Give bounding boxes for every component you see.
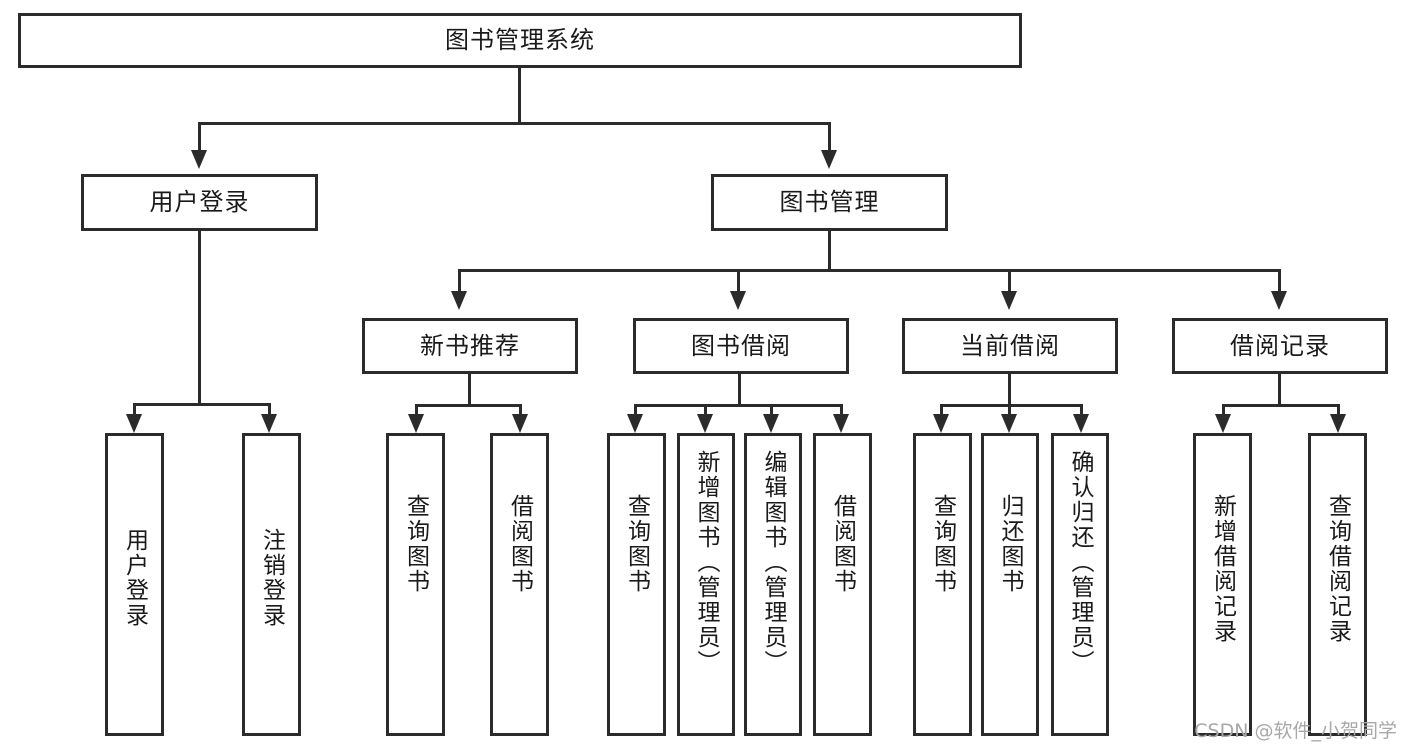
- node-label: 新书推荐: [420, 331, 520, 360]
- connector-book-borrow-drop-1: [634, 404, 637, 416]
- node-book-management[interactable]: 图书管理: [711, 174, 948, 231]
- arrow-to-book-borrow: [730, 291, 746, 310]
- connector-user-login-drop-2: [268, 403, 271, 416]
- connector-root-to-user-login: [198, 122, 201, 150]
- leaf-user-login[interactable]: 用户登录: [105, 433, 164, 736]
- node-borrow-records[interactable]: 借阅记录: [1172, 318, 1388, 374]
- connector-book-manage-drop-1: [458, 269, 461, 291]
- connector-new-book-drop-1: [415, 404, 418, 416]
- node-label: 查询图书: [929, 494, 956, 594]
- leaf-return-book[interactable]: 归还图书: [981, 433, 1039, 736]
- arrow-to-current-borrow: [1001, 291, 1017, 310]
- leaf-borrow-book-recommend[interactable]: 借阅图书: [490, 433, 549, 736]
- node-label: 图书借阅: [691, 331, 791, 360]
- node-label: 查询借阅记录: [1324, 494, 1351, 644]
- arrow-to-leaf-confirm-return: [1073, 414, 1089, 433]
- arrow-to-leaf-edit-book: [763, 414, 779, 433]
- node-label: 借阅记录: [1230, 331, 1330, 360]
- node-label: 编辑图书（管理员）: [760, 450, 787, 675]
- node-label: 新增借阅记录: [1209, 494, 1236, 644]
- arrow-to-leaf-query-book-3: [933, 414, 949, 433]
- arrow-to-leaf-query-book-1: [408, 414, 424, 433]
- arrow-to-leaf-query-book-2: [627, 414, 643, 433]
- arrow-to-book-manage: [821, 150, 837, 169]
- leaf-add-book-admin[interactable]: 新增图书（管理员）: [677, 433, 735, 736]
- arrow-to-leaf-add-record: [1215, 414, 1231, 433]
- leaf-confirm-return-admin[interactable]: 确认归还（管理员）: [1051, 433, 1109, 736]
- leaf-logout[interactable]: 注销登录: [242, 433, 301, 736]
- arrow-to-new-book-recommend: [451, 291, 467, 310]
- connector-borrow-records-drop-2: [1337, 404, 1340, 416]
- node-root-system[interactable]: 图书管理系统: [18, 13, 1022, 68]
- arrow-to-leaf-query-record: [1330, 414, 1346, 433]
- node-label: 注销登录: [258, 528, 285, 628]
- node-label: 借阅图书: [829, 494, 856, 594]
- arrow-to-leaf-logout: [261, 414, 277, 433]
- arrow-to-leaf-borrow-book-1: [512, 414, 528, 433]
- node-current-borrow[interactable]: 当前借阅: [902, 318, 1118, 374]
- node-label: 当前借阅: [960, 331, 1060, 360]
- node-label: 借阅图书: [506, 494, 533, 594]
- connector-user-login-bus: [133, 403, 271, 406]
- leaf-query-book-recommend[interactable]: 查询图书: [386, 433, 445, 736]
- node-label: 确认归还（管理员）: [1067, 450, 1094, 675]
- node-label: 用户登录: [121, 528, 148, 628]
- arrow-to-leaf-borrow-book-2: [833, 414, 849, 433]
- connector-current-borrow-stem: [1008, 374, 1011, 406]
- connector-current-borrow-drop-2: [1008, 404, 1011, 416]
- connector-current-borrow-drop-3: [1080, 404, 1083, 416]
- leaf-query-book-current[interactable]: 查询图书: [913, 433, 972, 736]
- node-label: 新增图书（管理员）: [693, 450, 720, 675]
- connector-new-book-bus: [415, 404, 522, 407]
- node-user-login[interactable]: 用户登录: [81, 174, 318, 231]
- connector-book-borrow-drop-3: [770, 404, 773, 416]
- node-label: 查询图书: [402, 494, 429, 594]
- connector-book-borrow-bus: [634, 404, 843, 407]
- arrow-to-leaf-user-login: [126, 414, 142, 433]
- node-new-book-recommend[interactable]: 新书推荐: [362, 318, 578, 374]
- leaf-add-borrow-record[interactable]: 新增借阅记录: [1193, 433, 1252, 736]
- leaf-query-borrow-record[interactable]: 查询借阅记录: [1308, 433, 1367, 736]
- node-book-borrow[interactable]: 图书借阅: [633, 318, 849, 374]
- connector-book-manage-bus: [458, 269, 1281, 272]
- connector-book-borrow-drop-4: [840, 404, 843, 416]
- connector-new-book-drop-2: [519, 404, 522, 416]
- node-label: 查询图书: [623, 494, 650, 594]
- connector-book-manage-drop-2: [737, 269, 740, 291]
- leaf-edit-book-admin[interactable]: 编辑图书（管理员）: [744, 433, 802, 736]
- node-label: 图书管理系统: [445, 26, 595, 55]
- arrow-to-leaf-add-book: [697, 414, 713, 433]
- connector-book-borrow-stem: [738, 374, 741, 406]
- arrow-to-user-login: [191, 150, 207, 169]
- connector-borrow-records-drop-1: [1222, 404, 1225, 416]
- leaf-query-book-borrow[interactable]: 查询图书: [607, 433, 666, 736]
- connector-book-manage-drop-4: [1278, 269, 1281, 291]
- connector-user-login-drop-1: [133, 403, 136, 416]
- leaf-borrow-book[interactable]: 借阅图书: [813, 433, 872, 736]
- connector-user-login-stem: [198, 231, 201, 405]
- connector-borrow-records-stem: [1278, 374, 1281, 406]
- connector-new-book-stem: [468, 374, 471, 406]
- csdn-watermark: CSDN @软件_小贺同学: [1194, 720, 1397, 742]
- arrow-to-borrow-records: [1271, 291, 1287, 310]
- connector-current-borrow-drop-1: [940, 404, 943, 416]
- connector-current-borrow-bus: [940, 404, 1083, 407]
- connector-book-manage-stem: [828, 231, 831, 271]
- connector-book-manage-drop-3: [1008, 269, 1011, 291]
- node-label: 用户登录: [149, 188, 250, 217]
- connector-borrow-records-bus: [1222, 404, 1340, 407]
- arrow-to-leaf-return-book: [1001, 414, 1017, 433]
- connector-root-to-book-manage: [828, 122, 831, 150]
- connector-book-borrow-drop-2: [704, 404, 707, 416]
- connector-root-bus: [198, 122, 831, 125]
- connector-root-stem: [518, 68, 521, 123]
- node-label: 图书管理: [779, 188, 880, 217]
- node-label: 归还图书: [997, 494, 1024, 594]
